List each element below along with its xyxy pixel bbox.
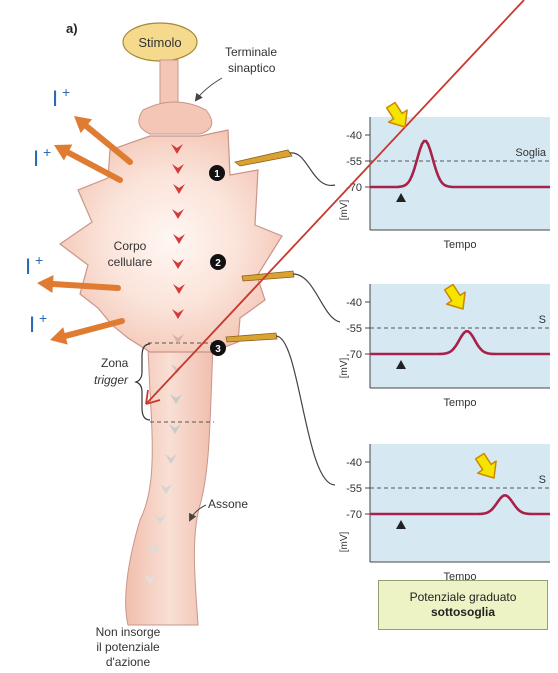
graph-2: -40-55-70S[mV]Tempo bbox=[339, 284, 550, 409]
y-tick-label: -55 bbox=[346, 483, 362, 495]
panel-label: a) bbox=[66, 21, 78, 36]
ion-label-2: I + bbox=[33, 144, 51, 171]
y-tick-label: -55 bbox=[346, 323, 362, 335]
y-axis-label: [mV] bbox=[339, 358, 350, 379]
y-tick-label: -40 bbox=[346, 297, 362, 309]
wire-2 bbox=[293, 274, 340, 322]
axon bbox=[126, 345, 213, 625]
svg-text:+: + bbox=[39, 310, 47, 326]
wire-3 bbox=[276, 336, 335, 485]
wire-1 bbox=[290, 153, 335, 186]
threshold-label: S bbox=[539, 474, 546, 486]
svg-text:3: 3 bbox=[215, 344, 221, 355]
threshold-label: Soglia bbox=[515, 147, 546, 159]
ion-label-4: I + bbox=[29, 310, 47, 337]
stimulus-stem bbox=[160, 60, 178, 106]
svg-text:I: I bbox=[33, 146, 39, 171]
assone-label: Assone bbox=[208, 497, 248, 511]
y-tick-label: -70 bbox=[346, 509, 362, 521]
terminal-pointer bbox=[196, 78, 222, 100]
ion-label-1: I + bbox=[52, 84, 70, 111]
y-tick-label: -55 bbox=[346, 156, 362, 168]
no-ap-label-1: Non insorge bbox=[96, 625, 161, 639]
svg-text:I: I bbox=[25, 254, 31, 279]
terminal-label-1: Terminale bbox=[225, 45, 277, 59]
callout-line-1: Potenziale graduato bbox=[410, 590, 517, 605]
synaptic-terminal bbox=[139, 102, 212, 134]
svg-text:1: 1 bbox=[214, 169, 220, 180]
svg-text:2: 2 bbox=[215, 258, 221, 269]
trigger-label: trigger bbox=[94, 373, 129, 387]
x-axis-label: Tempo bbox=[443, 239, 476, 251]
callout-line-2: sottosoglia bbox=[431, 605, 495, 620]
y-tick-label: -40 bbox=[346, 130, 362, 142]
y-axis-label: [mV] bbox=[339, 200, 350, 221]
terminal-label-2: sinaptico bbox=[228, 61, 276, 75]
subthreshold-callout: Potenziale graduato sottosoglia bbox=[378, 580, 548, 630]
x-axis-label: Tempo bbox=[443, 397, 476, 409]
corpo-label-2: cellulare bbox=[108, 255, 153, 269]
svg-text:+: + bbox=[62, 84, 70, 100]
zona-label: Zona bbox=[101, 356, 129, 370]
graph-background bbox=[370, 117, 550, 230]
no-ap-label-3: d'azione bbox=[106, 655, 151, 669]
ion-arrow-shaft bbox=[53, 284, 118, 288]
ion-arrow-shaft bbox=[86, 126, 130, 162]
no-ap-label-2: il potenziale bbox=[96, 640, 160, 654]
graph-3: -40-55-70S[mV]Tempo bbox=[339, 444, 550, 583]
y-axis-label: [mV] bbox=[339, 532, 350, 553]
marker-1: 1 bbox=[209, 165, 225, 181]
ion-arrow-head bbox=[50, 327, 68, 344]
threshold-label: S bbox=[539, 314, 546, 326]
electrode-1 bbox=[235, 150, 292, 166]
ion-arrow-shaft bbox=[65, 321, 122, 336]
svg-text:I: I bbox=[52, 86, 58, 111]
corpo-label-1: Corpo bbox=[114, 239, 147, 253]
svg-text:I: I bbox=[29, 312, 35, 337]
stimulus-label: Stimolo bbox=[138, 35, 181, 50]
graph-background bbox=[370, 444, 550, 562]
y-tick-label: -40 bbox=[346, 457, 362, 469]
ion-label-3: I + bbox=[25, 252, 43, 279]
ion-arrow-head bbox=[37, 275, 54, 293]
marker-2: 2 bbox=[210, 254, 226, 270]
marker-3: 3 bbox=[210, 340, 226, 356]
svg-text:+: + bbox=[43, 144, 51, 160]
svg-text:+: + bbox=[35, 252, 43, 268]
